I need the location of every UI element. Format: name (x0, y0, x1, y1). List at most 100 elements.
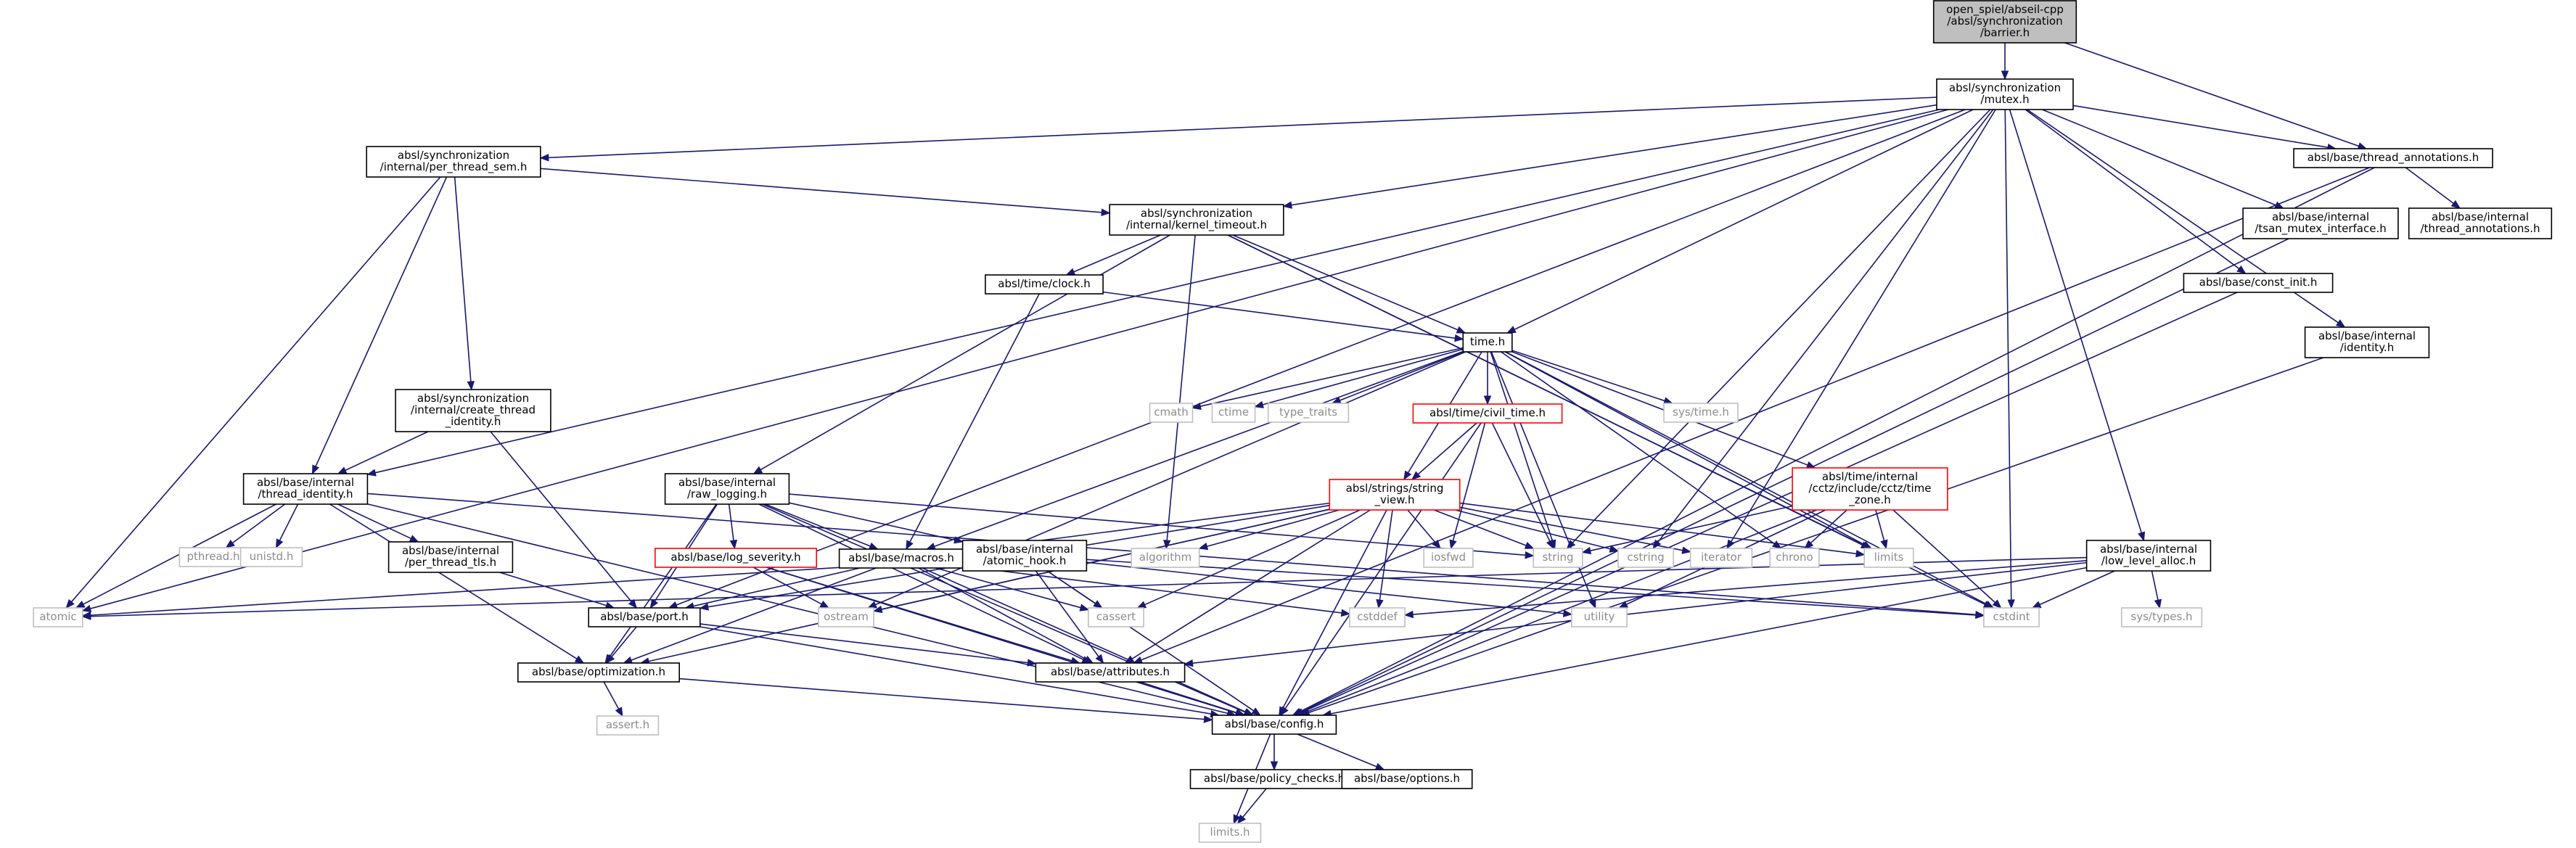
edge-line (934, 350, 1464, 547)
node-label-line: ostream (824, 610, 869, 623)
edge-time-to-string (1490, 351, 1556, 550)
node-string: string (1533, 548, 1583, 568)
edge-barrier-to-mutex (2001, 43, 2009, 81)
edge-arrowhead (1236, 814, 1247, 825)
node-internal_identity[interactable]: absl/base/internal/identity.h (2304, 326, 2430, 358)
edge-arrowhead (1251, 707, 1261, 716)
edge-arrowhead (615, 707, 623, 717)
edge-line (2009, 109, 2142, 533)
node-box (1932, 0, 2077, 44)
edge-optimization-to-config (679, 678, 1213, 723)
edge-line (1511, 351, 1808, 466)
node-thread_identity[interactable]: absl/base/internal/thread_identity.h (242, 473, 369, 505)
edge-arrowhead (2138, 531, 2146, 542)
node-create_thread_identity[interactable]: absl/synchronization/internal/create_thr… (395, 389, 551, 432)
node-box (1035, 662, 1186, 683)
node-attributes[interactable]: absl/base/attributes.h (1035, 662, 1186, 683)
edge-line (1242, 788, 1267, 818)
edge-line (758, 503, 1084, 660)
node-policy_checks[interactable]: absl/base/policy_checks.h (1189, 769, 1359, 789)
edge-cctz_time_zone-to-cstdint (1892, 509, 2002, 609)
node-type_traits: type_traits (1267, 403, 1350, 423)
edge-line (1504, 351, 1865, 546)
node-civil_time[interactable]: absl/time/civil_time.h (1412, 403, 1563, 424)
node-label-line: absl/base/port.h (600, 610, 689, 623)
edge-line (1297, 733, 1377, 767)
node-label-line: /tsan_mutex_interface.h (2255, 222, 2386, 236)
node-label-line: /identity.h (2340, 341, 2394, 354)
node-atomic_hook[interactable]: absl/base/internal/atomic_hook.h (961, 540, 1088, 572)
edge-line (1514, 109, 1974, 330)
edge-arrowhead (1340, 609, 1351, 617)
node-box (239, 547, 303, 567)
node-low_level_alloc[interactable]: absl/base/internal/low_level_alloc.h (2085, 540, 2212, 572)
edge-line (1875, 509, 1885, 541)
node-label-line: pthread.h (187, 550, 240, 563)
node-internal_thread_ann[interactable]: absl/base/internal/thread_annotations.h (2408, 207, 2553, 239)
node-clock[interactable]: absl/time/clock.h (985, 274, 1104, 295)
edge-arrowhead (628, 598, 638, 609)
edge-mutex-to-thread_annotations (2072, 104, 2337, 152)
node-label-line: sys/time.h (1673, 406, 1729, 419)
edge-line (2064, 42, 2359, 147)
edge-arrowhead (337, 466, 348, 474)
node-box (1189, 769, 1359, 789)
node-label-line: unistd.h (250, 550, 294, 563)
node-time[interactable]: time.h (1462, 332, 1513, 353)
edge-arrowhead (2031, 601, 2042, 609)
node-per_thread_tls[interactable]: absl/base/internal/per_thread_tls.h (387, 541, 514, 573)
edge-arrowhead (1163, 540, 1171, 550)
node-kernel_timeout[interactable]: absl/synchronization/internal/kernel_tim… (1109, 204, 1284, 236)
node-port[interactable]: absl/base/port.h (588, 607, 701, 627)
node-const_init[interactable]: absl/base/const_init.h (2183, 273, 2334, 293)
node-macros[interactable]: absl/base/macros.h (838, 548, 964, 569)
edge-line (1305, 509, 1818, 713)
node-log_severity[interactable]: absl/base/log_severity.h (654, 548, 817, 568)
edge-time-to-macros (926, 350, 1464, 550)
node-label-line: algorithm (1139, 551, 1191, 564)
edge-line (728, 503, 734, 541)
node-box (1211, 403, 1256, 423)
node-box (1198, 823, 1262, 843)
node-label-line: cstddef (1357, 610, 1398, 623)
edge-line (90, 109, 1949, 609)
node-raw_logging[interactable]: absl/base/internal/raw_logging.h (664, 473, 790, 505)
node-box (1863, 548, 1914, 568)
edge-create_thread_identity-to-thread_identity (337, 431, 429, 474)
edge-atomic_hook-to-utility (1086, 561, 1573, 617)
edge-arrowhead (1880, 539, 1888, 550)
node-label-line: absl/base/policy_checks.h (1204, 772, 1345, 786)
edge-raw_logging-to-atomic_hook (789, 502, 964, 544)
node-label-line: /low_level_alloc.h (2101, 554, 2196, 568)
edge-barrier-to-thread_annotations (2064, 42, 2368, 150)
node-options[interactable]: absl/base/options.h (1341, 769, 1473, 789)
node-barrier[interactable]: open_spiel/abseil-cpp/absl/synchronizati… (1932, 0, 2077, 44)
node-cctz_time_zone[interactable]: absl/time/internal/cctz/include/cctz/tim… (1792, 467, 1948, 511)
node-per_thread_sem[interactable]: absl/synchronization/internal/per_thread… (366, 146, 541, 178)
node-label-line: iosfwd (1431, 551, 1466, 564)
node-iosfwd: iosfwd (1423, 548, 1474, 568)
edge-mutex-to-time (1506, 109, 1974, 334)
node-optimization[interactable]: absl/base/optimization.h (517, 662, 680, 683)
edge-civil_time-to-string_view (1411, 422, 1477, 480)
node-iterator: iterator (1689, 548, 1753, 568)
node-box (2183, 273, 2334, 293)
node-label-line: sys/types.h (2130, 610, 2192, 623)
node-thread_annotations[interactable]: absl/base/thread_annotations.h (2293, 148, 2493, 168)
edge-line (70, 176, 441, 603)
edge-line (90, 556, 2087, 617)
node-mutex[interactable]: absl/synchronization/mutex.h (1936, 78, 2074, 110)
node-label-line: cstdint (1993, 610, 2030, 623)
node-cmath: cmath (1149, 403, 1194, 423)
node-label-line: absl/base/internal (678, 476, 776, 489)
edge-line (548, 96, 1937, 159)
node-box (2304, 326, 2430, 358)
node-tsan_mutex[interactable]: absl/base/internal/tsan_mutex_interface.… (2242, 207, 2399, 239)
node-config[interactable]: absl/base/config.h (1211, 715, 1337, 735)
node-string_view[interactable]: absl/strings/string_view.h (1329, 479, 1461, 511)
node-label-line: /cctz/include/cctz/time (1809, 482, 1932, 495)
edge-line (454, 176, 472, 382)
node-label-line: absl/synchronization (1141, 207, 1252, 220)
node-box (1423, 548, 1474, 568)
